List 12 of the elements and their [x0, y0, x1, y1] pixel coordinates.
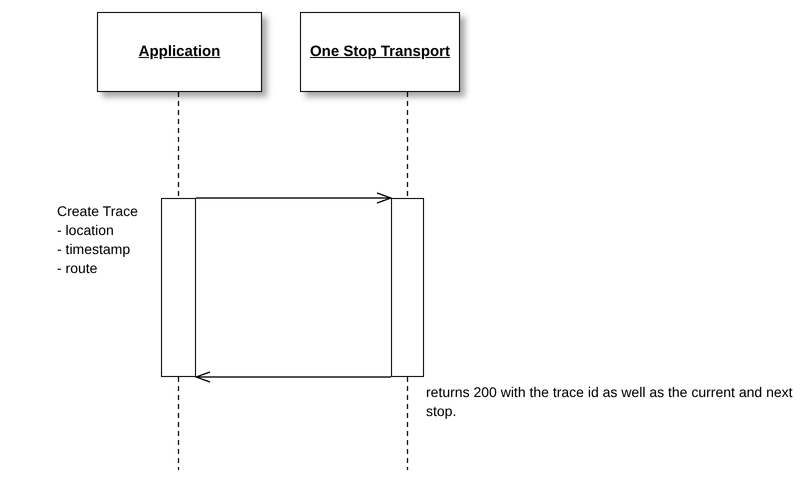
message-arrow [195, 371, 391, 383]
participant-box [97, 12, 262, 92]
activation-bar [391, 198, 424, 377]
message-arrow [196, 192, 392, 204]
lifeline [178, 92, 180, 198]
lifeline [406, 377, 408, 470]
lifeline [406, 92, 408, 198]
lifeline [178, 377, 180, 470]
participant-name: Application [138, 42, 220, 62]
activation-bar [161, 198, 196, 377]
participant-box [300, 12, 460, 92]
participant-name: One Stop Transport [310, 42, 450, 62]
